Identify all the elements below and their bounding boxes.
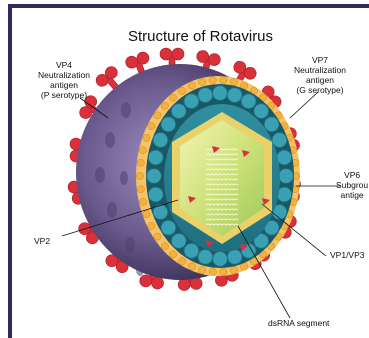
vp6-bead bbox=[198, 249, 213, 264]
vp6-bead bbox=[153, 133, 168, 148]
diagram-title: Structure of Rotavirus bbox=[16, 28, 369, 45]
vp6-bead bbox=[254, 104, 269, 119]
vp6-bead bbox=[161, 220, 176, 235]
vp7-bead bbox=[199, 266, 206, 273]
vp6-bead bbox=[171, 233, 186, 248]
vp6-bead bbox=[227, 249, 242, 264]
vp7-bead bbox=[179, 87, 186, 94]
label-vp6-line-1: VP6 bbox=[336, 170, 368, 180]
vp6-bead bbox=[171, 104, 186, 119]
label-vp7-line-3: antigen bbox=[294, 75, 346, 85]
vp6-bead bbox=[241, 94, 256, 109]
label-vp7-line-2: Neutralization bbox=[294, 65, 346, 75]
label-vp4: VP4 Neutralization antigen (P serotype) bbox=[38, 60, 90, 100]
label-vp7-line-1: VP7 bbox=[294, 55, 346, 65]
label-vp4-line-4: (P serotype) bbox=[38, 90, 90, 100]
vp6-bead bbox=[213, 252, 228, 267]
label-vp6: VP6 Subgrou antige bbox=[336, 170, 368, 200]
vp6-bead bbox=[213, 86, 228, 101]
label-vp4-line-1: VP4 bbox=[38, 60, 90, 70]
vp7-bead bbox=[154, 233, 161, 240]
vp6-bead bbox=[277, 150, 292, 165]
label-vp4-line-2: Neutralization bbox=[38, 70, 90, 80]
vp6-bead bbox=[227, 88, 242, 103]
vp6-bead bbox=[148, 187, 163, 202]
vp7-bead bbox=[139, 198, 146, 205]
vp7-bead bbox=[137, 186, 144, 193]
vp7-bead bbox=[179, 258, 186, 265]
vp7-bead bbox=[188, 263, 195, 270]
vp7-bead bbox=[154, 112, 161, 119]
vp7-bead bbox=[169, 251, 176, 258]
vp6-bead bbox=[148, 150, 163, 165]
vp7-bead bbox=[188, 82, 195, 89]
vp7-bead bbox=[169, 94, 176, 101]
label-vp2: VP2 bbox=[34, 236, 50, 246]
vp7-bead bbox=[209, 77, 216, 84]
vp6-bead bbox=[184, 94, 199, 109]
vp6-bead bbox=[184, 243, 199, 258]
vp6-bead bbox=[147, 169, 162, 184]
vp7-bead bbox=[139, 147, 146, 154]
label-vp7: VP7 Neutralization antigen (G serotype) bbox=[294, 55, 346, 95]
vp7-bead bbox=[148, 222, 155, 229]
vp7-bead bbox=[136, 172, 143, 179]
vp7-bead bbox=[137, 159, 144, 166]
vp6-bead bbox=[264, 117, 279, 132]
vp7-bead bbox=[161, 102, 168, 109]
vp6-bead bbox=[161, 117, 176, 132]
vp7-bead bbox=[220, 268, 227, 275]
label-dsrna: dsRNA segment bbox=[268, 318, 329, 328]
vp7-bead bbox=[143, 134, 150, 141]
label-vp6-line-3: antige bbox=[336, 190, 368, 200]
vp7-bead bbox=[143, 211, 150, 218]
vp7-bead bbox=[230, 78, 237, 85]
vp7-bead bbox=[220, 77, 227, 84]
label-vp6-line-2: Subgrou bbox=[336, 180, 368, 190]
vp6-bead bbox=[272, 133, 287, 148]
vp7-bead bbox=[230, 266, 237, 273]
vp7-bead bbox=[148, 123, 155, 130]
label-vp7-line-4: (G serotype) bbox=[294, 85, 346, 95]
label-vp4-line-3: antigen bbox=[38, 80, 90, 90]
vp6-bead bbox=[279, 169, 294, 184]
vp7-bead bbox=[161, 243, 168, 250]
vp7-bead bbox=[209, 268, 216, 275]
label-vp1-vp3: VP1/VP3 bbox=[330, 250, 365, 260]
vp7-bead bbox=[199, 78, 206, 85]
vp6-bead bbox=[198, 88, 213, 103]
